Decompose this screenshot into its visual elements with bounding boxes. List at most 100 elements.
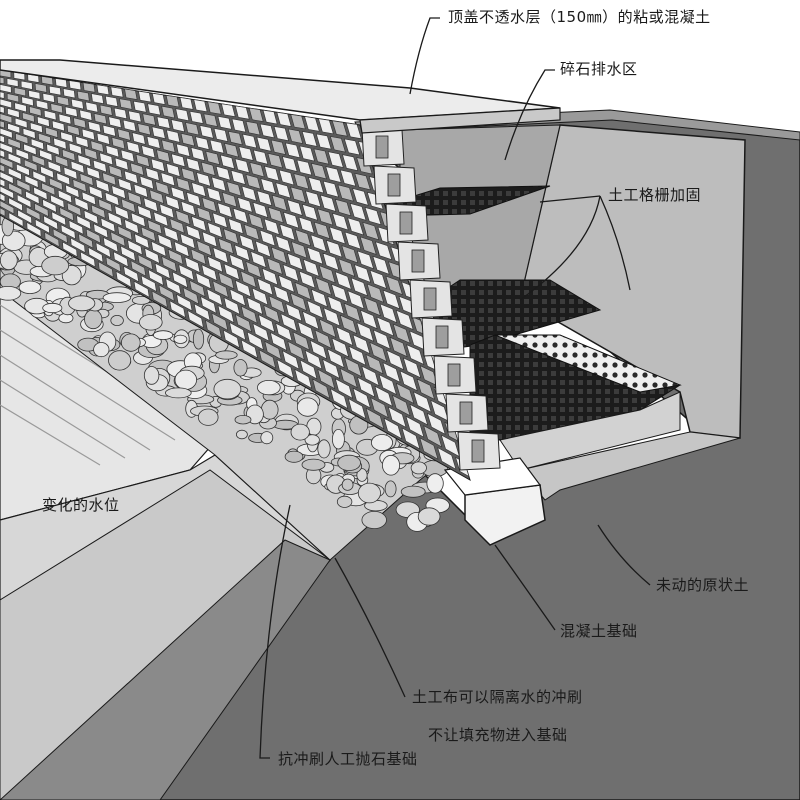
riprap-stone — [235, 429, 248, 440]
wall-block — [263, 304, 281, 324]
block-core-void — [447, 363, 461, 387]
wall-block — [15, 132, 29, 145]
wall-block — [117, 225, 133, 241]
wall-block — [372, 255, 390, 275]
label-cap-layer: 顶盖不透水层（150㎜）的粘或混凝土 — [448, 8, 711, 26]
wall-block — [104, 191, 120, 207]
wall-block — [135, 153, 150, 168]
wall-block — [227, 130, 243, 146]
riprap-stone — [341, 478, 354, 491]
wall-block — [115, 270, 132, 288]
wall-block — [423, 425, 443, 448]
riprap-stone — [370, 434, 393, 452]
wall-block — [221, 191, 238, 208]
wall-block — [267, 152, 283, 169]
wall-block — [314, 329, 332, 349]
wall-block — [120, 245, 136, 262]
wall-block — [275, 235, 292, 253]
wall-block — [261, 267, 279, 286]
wall-block — [0, 134, 5, 144]
riprap-stone — [336, 495, 353, 508]
wall-block — [170, 119, 185, 133]
wall-block — [151, 290, 168, 308]
wall-block — [365, 353, 384, 375]
riprap-stone — [357, 482, 381, 504]
wall-block — [6, 93, 20, 103]
wall-block — [25, 206, 41, 221]
wall-block — [157, 233, 173, 250]
wall-block — [349, 202, 367, 221]
riprap-stone — [234, 415, 252, 425]
wall-block — [237, 196, 253, 213]
wall-block — [325, 166, 342, 183]
wall-block — [316, 208, 334, 226]
wall-block — [246, 331, 264, 351]
wall-block — [260, 178, 276, 194]
wall-block — [96, 84, 110, 96]
wall-block — [294, 281, 312, 301]
leader-cap — [409, 17, 440, 95]
wall-block — [0, 76, 5, 85]
wall-block — [155, 181, 170, 196]
wall-block — [399, 370, 418, 392]
wall-block — [51, 120, 65, 132]
wall-block — [357, 376, 376, 398]
wall-block — [372, 329, 391, 350]
wall-block — [111, 136, 126, 150]
wall-block — [90, 140, 104, 153]
wall-block — [330, 388, 349, 410]
riprap-stone — [42, 302, 63, 314]
wall-block — [352, 387, 371, 409]
wall-block — [326, 348, 345, 369]
wall-block — [8, 197, 23, 212]
wall-block — [72, 178, 87, 193]
wall-block — [191, 182, 207, 197]
wall-block — [201, 197, 217, 213]
wall-block — [395, 382, 415, 404]
wall-block — [70, 237, 86, 254]
wall-block — [296, 159, 313, 176]
wall-block — [149, 189, 164, 204]
wall-block — [166, 129, 181, 143]
wall-block — [158, 284, 175, 302]
wall-block — [102, 124, 116, 137]
wall-block — [133, 183, 149, 198]
wall-block — [259, 229, 276, 247]
wall-block — [217, 237, 234, 255]
wall-block — [364, 207, 382, 226]
wall-block — [332, 212, 349, 231]
wall-block — [35, 99, 49, 110]
wall-block — [218, 271, 235, 290]
wall-block — [120, 149, 135, 163]
wall-block — [221, 103, 236, 118]
wall-block — [29, 122, 43, 134]
riprap-stone — [174, 369, 198, 390]
wall-block — [156, 149, 171, 163]
wall-block — [53, 137, 67, 150]
wall-block — [150, 158, 166, 173]
wall-block — [186, 191, 202, 207]
wall-block — [180, 200, 196, 217]
wall-block — [182, 286, 200, 305]
wall-block — [366, 283, 385, 303]
wall-block — [213, 127, 229, 142]
wall-block — [60, 224, 76, 240]
label-gravel-drain: 碎石排水区 — [560, 60, 638, 78]
wall-block — [195, 136, 210, 151]
wall-block — [105, 144, 120, 158]
leader-geogrid-2 — [599, 195, 631, 291]
wall-block — [180, 132, 196, 147]
wall-block — [75, 135, 89, 148]
wall-block — [352, 334, 371, 355]
wall-block — [365, 407, 385, 430]
wall-block — [211, 176, 227, 192]
wall-block — [264, 165, 280, 182]
wall-block — [437, 446, 457, 470]
wall-block — [201, 264, 218, 282]
wall-block — [185, 122, 200, 136]
wall-block — [57, 189, 73, 204]
wall-block — [77, 154, 92, 168]
wall-block — [16, 163, 30, 177]
wall-block — [43, 215, 59, 231]
wall-block — [363, 296, 381, 317]
